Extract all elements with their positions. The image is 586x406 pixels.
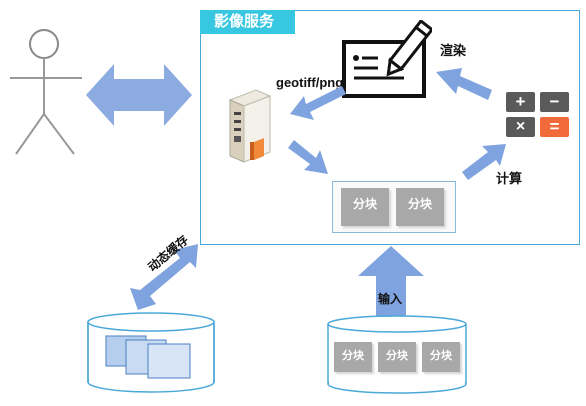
render-label: 渲染: [440, 43, 467, 58]
panel-title: 影像服务: [200, 10, 295, 34]
cache-database-icon: [87, 312, 215, 393]
tile: 分块: [378, 342, 416, 372]
user-service-double-arrow: [86, 64, 192, 126]
render-to-server-arrow: [290, 86, 346, 120]
cache-double-arrow: [130, 244, 198, 310]
compute-label: 计算: [496, 171, 523, 186]
calculator-icon: + − × =: [504, 90, 574, 142]
tile: 分块: [334, 342, 372, 372]
format-label: geotiff/png: [276, 75, 344, 90]
tiles-to-compute-arrow: [462, 144, 506, 180]
tile: 分块: [341, 188, 389, 226]
plus-key: +: [506, 92, 535, 112]
render-card-icon: [342, 20, 432, 98]
equals-key: =: [540, 117, 569, 137]
server-icon: [228, 89, 272, 163]
compute-to-render-arrow: [436, 68, 492, 100]
input-arrow: [358, 246, 424, 318]
tile: 分块: [422, 342, 460, 372]
tile: 分块: [396, 188, 444, 226]
server-to-tiles-arrow: [288, 140, 328, 174]
minus-key: −: [540, 92, 569, 112]
input-label: 输入: [378, 292, 403, 306]
times-key: ×: [506, 117, 535, 137]
user-figure-icon: [10, 29, 82, 155]
